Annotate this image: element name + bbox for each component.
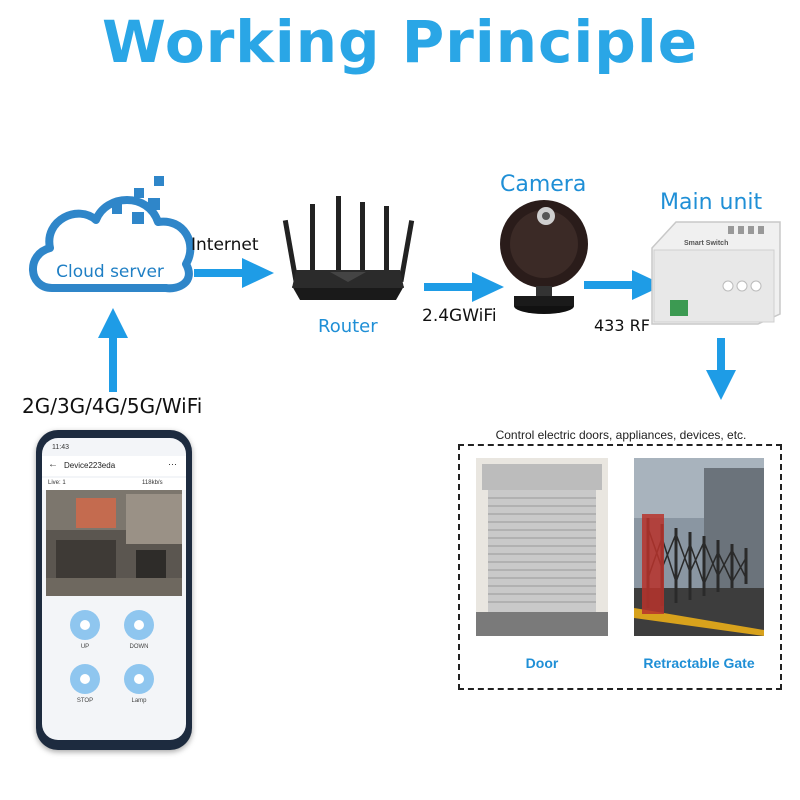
status-time: 11:43	[52, 444, 69, 451]
more-icon[interactable]: ⋯	[168, 459, 177, 469]
arrow-right-icon	[194, 258, 274, 288]
down-button[interactable]	[124, 610, 154, 640]
up-label: UP	[80, 644, 90, 650]
router-label: Router	[318, 316, 378, 337]
arrow-down-icon	[706, 338, 736, 400]
up-button[interactable]	[70, 610, 100, 640]
live-count: Live: 1	[48, 480, 66, 486]
router-icon	[282, 196, 415, 300]
stop-label: STOP	[76, 698, 94, 704]
back-icon[interactable]: ←	[48, 459, 58, 470]
phone-frame: 11:43 ← Device223eda ⋯ Live: 1 118kb/s U…	[36, 430, 192, 750]
gate-image	[634, 458, 764, 636]
control-caption: Control electric doors, appliances, devi…	[495, 428, 747, 442]
door-image	[476, 458, 608, 636]
main-unit-label: Main unit	[660, 190, 763, 215]
mobile-network-label: 2G/3G/4G/5G/WiFi	[22, 394, 203, 418]
stop-button[interactable]	[70, 664, 100, 694]
arrow-right-icon	[424, 272, 504, 302]
lamp-label: Lamp	[131, 698, 147, 704]
internet-label: Internet	[191, 235, 259, 255]
lamp-button[interactable]	[124, 664, 154, 694]
cloud-icon	[29, 176, 195, 293]
live-video[interactable]	[46, 490, 182, 596]
wifi-label: 2.4GWiFi	[422, 306, 497, 326]
camera-label: Camera	[500, 172, 587, 197]
app-header: ← Device223eda ⋯	[42, 456, 186, 476]
device-name: Device223eda	[64, 461, 116, 470]
camera-icon	[500, 200, 588, 314]
main-unit-brand: Smart Switch	[684, 240, 729, 247]
door-caption: Door	[525, 655, 559, 671]
control-box	[458, 444, 782, 690]
page-title: Working Principle	[101, 8, 699, 76]
bitrate: 118kb/s	[142, 480, 163, 486]
phone-screen: 11:43 ← Device223eda ⋯ Live: 1 118kb/s U…	[42, 438, 186, 740]
cloud-server-label: Cloud server	[56, 262, 164, 282]
down-label: DOWN	[129, 644, 149, 650]
arrow-right-icon	[584, 270, 664, 300]
main-unit-icon	[651, 221, 781, 325]
arrow-up-icon	[98, 308, 128, 392]
rf-label: 433 RF	[594, 316, 650, 335]
gate-caption: Retractable Gate	[643, 655, 755, 671]
live-bar: Live: 1 118kb/s	[42, 478, 186, 490]
